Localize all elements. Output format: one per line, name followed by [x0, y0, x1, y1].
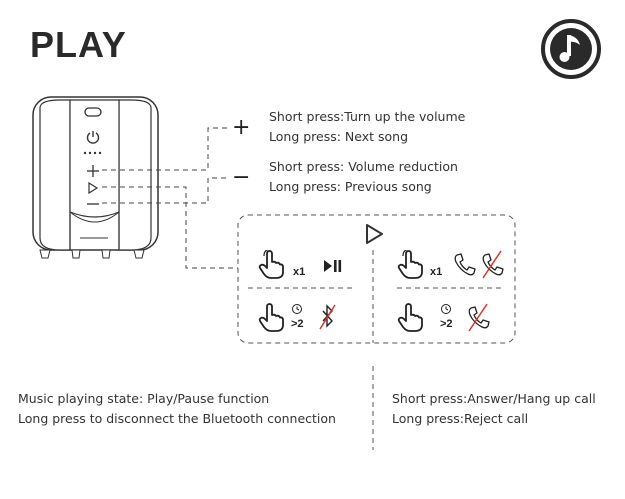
hold-duration-label-right: >2	[440, 314, 453, 334]
music-line-1: Music playing state: Play/Pause function	[18, 389, 269, 409]
phone-reject-icon	[480, 250, 506, 280]
bluetooth-off-icon	[318, 303, 338, 331]
call-line-2: Long press:Reject call	[392, 409, 528, 429]
phone-reject-hold-icon	[466, 303, 492, 333]
tap-once-label: x1	[293, 262, 305, 282]
tap-hand-icon	[258, 250, 286, 280]
hold-hand-icon-right	[397, 303, 425, 333]
tap-hand-icon-right	[397, 250, 425, 280]
hold-hand-icon	[258, 303, 286, 333]
phone-icon	[453, 252, 477, 278]
play-pause-icon	[323, 258, 343, 274]
music-line-2: Long press to disconnect the Bluetooth c…	[18, 409, 336, 429]
tap-once-label-right: x1	[430, 262, 442, 282]
hold-duration-label: >2	[291, 314, 304, 334]
call-line-1: Short press:Answer/Hang up call	[392, 389, 596, 409]
